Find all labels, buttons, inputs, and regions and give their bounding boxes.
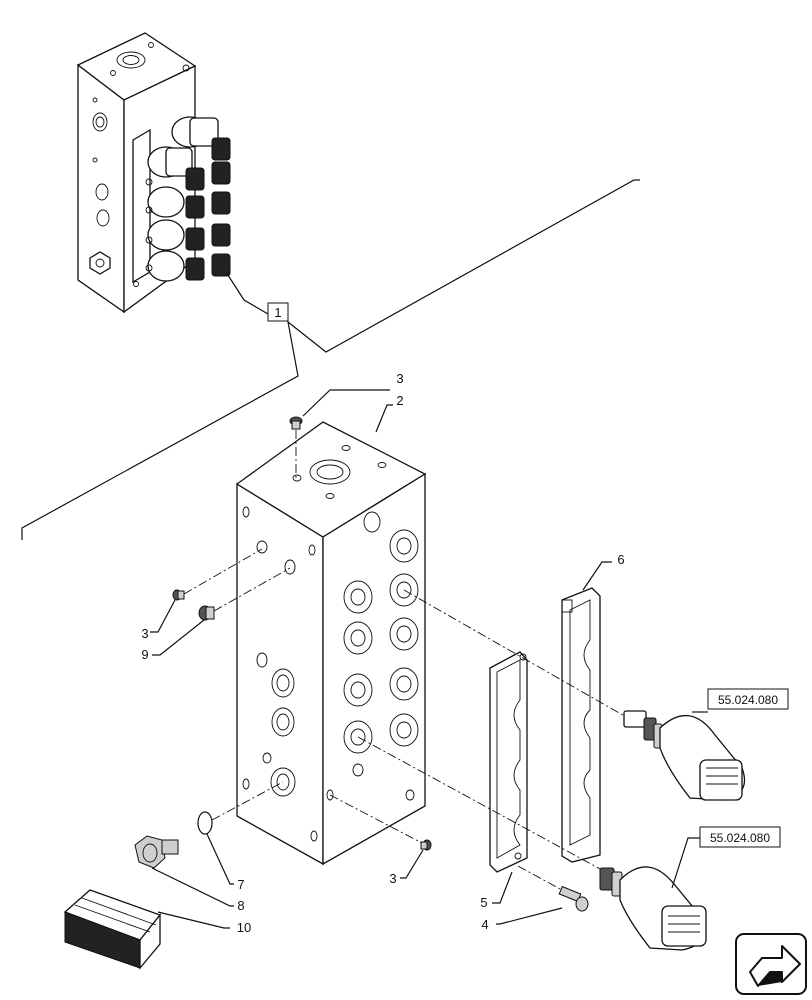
gasket-left bbox=[489, 651, 528, 873]
plug-small bbox=[198, 605, 215, 621]
group-callout-label: 1 bbox=[274, 305, 281, 320]
screw-left bbox=[172, 589, 185, 601]
callout-gasket-left[interactable]: 5 bbox=[480, 871, 513, 910]
nav-arrow-icon[interactable] bbox=[735, 933, 807, 995]
callout-screw-top[interactable]: 3 bbox=[302, 371, 404, 417]
screw-bottom bbox=[420, 839, 432, 851]
assembled-solenoids bbox=[145, 116, 231, 282]
svg-text:3: 3 bbox=[396, 371, 403, 386]
svg-text:2: 2 bbox=[396, 393, 403, 408]
group-callout[interactable]: 1 bbox=[225, 271, 289, 322]
reference-solenoid-upper[interactable]: 55.024.080 bbox=[692, 688, 789, 713]
bolt bbox=[558, 885, 589, 912]
plug-large bbox=[134, 835, 179, 869]
svg-text:7: 7 bbox=[237, 877, 244, 892]
section-divider-line bbox=[21, 179, 640, 540]
svg-text:9: 9 bbox=[141, 647, 148, 662]
svg-text:55.024.080: 55.024.080 bbox=[718, 693, 778, 707]
assembled-valve-assembly bbox=[76, 32, 231, 314]
callout-screw-bottom[interactable]: 3 bbox=[389, 849, 424, 886]
o-ring bbox=[197, 811, 213, 835]
solenoid-upper bbox=[623, 710, 746, 801]
kit-box bbox=[63, 889, 162, 970]
svg-text:3: 3 bbox=[141, 626, 148, 641]
callout-plug-small[interactable]: 9 bbox=[141, 619, 205, 662]
svg-text:8: 8 bbox=[237, 898, 244, 913]
svg-text:55.024.080: 55.024.080 bbox=[710, 831, 770, 845]
reference-solenoid-lower[interactable]: 55.024.080 bbox=[671, 826, 781, 889]
callout-plug-large[interactable]: 8 bbox=[151, 867, 245, 913]
svg-text:6: 6 bbox=[617, 552, 624, 567]
svg-text:3: 3 bbox=[389, 871, 396, 886]
callout-bolt[interactable]: 4 bbox=[481, 907, 563, 932]
svg-text:10: 10 bbox=[237, 920, 251, 935]
gasket-right bbox=[561, 587, 601, 863]
valve-body bbox=[235, 421, 427, 866]
callout-gasket-right[interactable]: 6 bbox=[582, 552, 625, 591]
callout-oring[interactable]: 7 bbox=[206, 833, 245, 892]
svg-text:4: 4 bbox=[481, 917, 488, 932]
screw-top bbox=[289, 416, 303, 430]
svg-text:5: 5 bbox=[480, 895, 487, 910]
callout-kit[interactable]: 10 bbox=[157, 911, 251, 935]
solenoid-lower bbox=[599, 866, 707, 951]
callout-screw-left[interactable]: 3 bbox=[141, 599, 176, 641]
callout-valve-body[interactable]: 2 bbox=[375, 393, 404, 433]
